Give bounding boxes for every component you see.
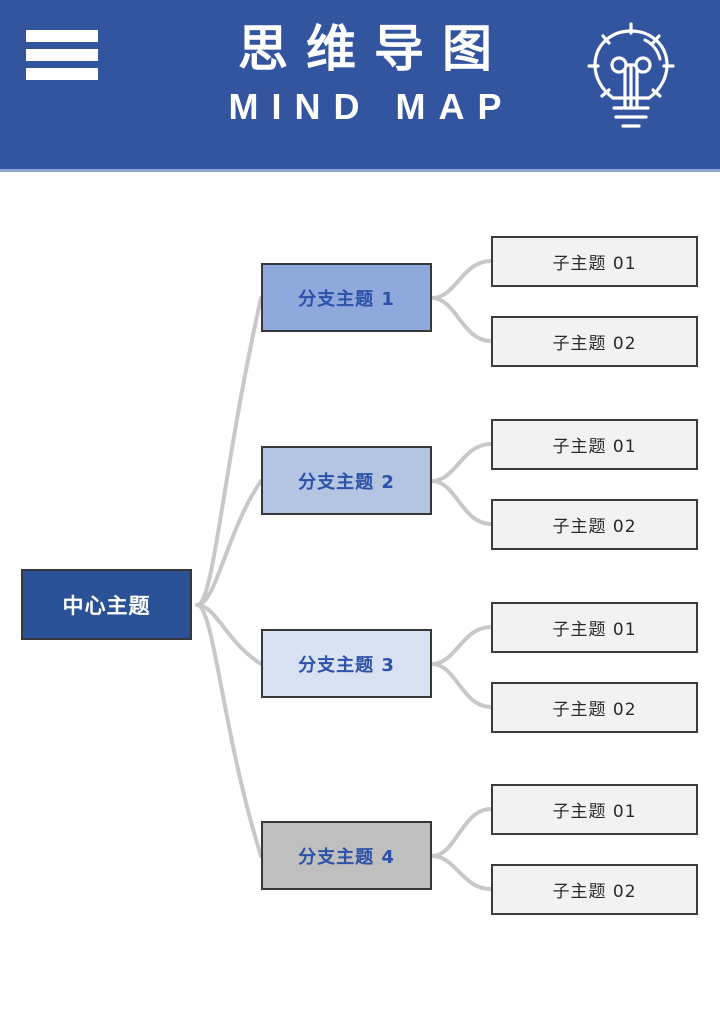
link-branch-4-leaf-1 [430, 807, 493, 858]
central-topic-node[interactable]: 中心主题 [21, 569, 192, 640]
sub-topic-node-3-2[interactable]: 子主题 02 [491, 682, 698, 733]
sub-topic-label-1-1: 子主题 01 [552, 254, 637, 274]
branch-topic-node-2[interactable]: 分支主题 2 [261, 446, 432, 515]
link-branch-3-leaf-1 [430, 625, 493, 666]
link-branch-2-leaf-1 [430, 442, 493, 483]
link-central-branch-4 [195, 603, 263, 858]
sub-topic-node-4-2[interactable]: 子主题 02 [491, 864, 698, 915]
connector-links [195, 259, 493, 891]
sub-topic-label-3-2: 子主题 02 [552, 700, 637, 720]
sub-topic-label-3-1: 子主题 01 [552, 620, 637, 640]
link-central-branch-3 [195, 603, 263, 666]
link-branch-2-leaf-2 [430, 479, 493, 526]
sub-topic-label-4-1: 子主题 01 [552, 802, 637, 822]
link-branch-1-leaf-2 [430, 296, 493, 343]
sub-topic-node-1-2[interactable]: 子主题 02 [491, 316, 698, 367]
link-branch-4-leaf-2 [430, 854, 493, 891]
hamburger-bar-1 [26, 30, 98, 42]
sub-topic-node-1-1[interactable]: 子主题 01 [491, 236, 698, 287]
hamburger-bar-3 [26, 68, 98, 80]
sub-topic-label-4-2: 子主题 02 [552, 882, 637, 902]
sub-topic-label-2-2: 子主题 02 [552, 517, 637, 537]
sub-topic-node-3-1[interactable]: 子主题 01 [491, 602, 698, 653]
branch-topic-node-4[interactable]: 分支主题 4 [261, 821, 432, 890]
sub-topic-label-2-1: 子主题 01 [552, 437, 637, 457]
sub-topic-label-1-2: 子主题 02 [552, 334, 637, 354]
hamburger-menu-icon[interactable] [26, 30, 98, 80]
sub-topic-node-2-1[interactable]: 子主题 01 [491, 419, 698, 470]
page-title-en: MIND MAP [228, 86, 515, 127]
hamburger-bar-2 [26, 49, 98, 61]
branch-topic-node-1[interactable]: 分支主题 1 [261, 263, 432, 332]
header-title-block: 思维导图 MIND MAP [150, 18, 580, 130]
branch-topic-label-2: 分支主题 2 [298, 471, 395, 493]
page-title-cn: 思维导图 [238, 20, 510, 78]
link-central-branch-2 [195, 479, 263, 607]
branch-topic-label-1: 分支主题 1 [298, 288, 395, 310]
link-branch-3-leaf-2 [430, 662, 493, 709]
link-central-branch-1 [195, 296, 263, 607]
lightbulb-idea-icon [587, 22, 675, 128]
branch-topic-label-3: 分支主题 3 [298, 654, 395, 676]
sub-topic-node-4-1[interactable]: 子主题 01 [491, 784, 698, 835]
app-header: 思维导图 MIND MAP [0, 0, 720, 172]
sub-topic-node-2-2[interactable]: 子主题 02 [491, 499, 698, 550]
central-topic-label: 中心主题 [62, 593, 151, 618]
branch-topic-label-4: 分支主题 4 [298, 846, 395, 868]
mindmap-canvas: 中心主题 分支主题 1 子主题 01 子主题 02 分支主题 2 子主题 01 … [0, 172, 720, 1018]
branch-topic-node-3[interactable]: 分支主题 3 [261, 629, 432, 698]
link-branch-1-leaf-1 [430, 259, 493, 300]
